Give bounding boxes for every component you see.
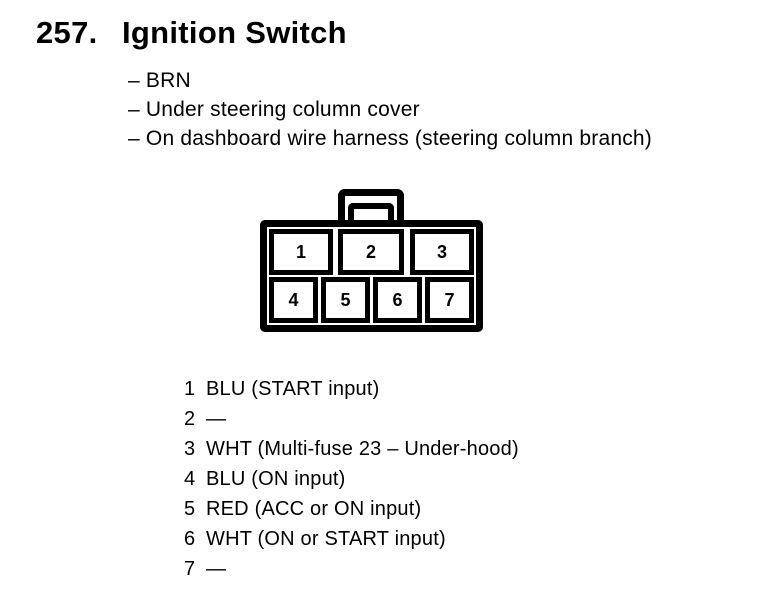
connector-cavity-5: 5 <box>321 277 370 323</box>
connector-cavity-3: 3 <box>410 229 474 275</box>
pin-row: 7 — <box>184 554 519 584</box>
connector-cavity-4: 4 <box>269 277 318 323</box>
item-title: Ignition Switch <box>122 15 347 50</box>
pin-number: 2 <box>184 408 196 430</box>
pin-row: 3 WHT (Multi-fuse 23 – Under-hood) <box>184 434 519 464</box>
page-title: 257. Ignition Switch <box>36 15 347 51</box>
connector-row-top: 1 2 3 <box>269 229 474 275</box>
pin-description: — <box>206 558 227 580</box>
pin-number: 7 <box>184 558 196 580</box>
item-number: 257. <box>36 15 98 50</box>
pin-description: BLU (START input) <box>206 378 380 400</box>
connector-row-bottom: 4 5 6 7 <box>269 277 474 323</box>
pin-number: 3 <box>184 438 196 460</box>
pin-row: 1 BLU (START input) <box>184 374 519 404</box>
pin-row: 2 — <box>184 404 519 434</box>
pin-number: 6 <box>184 528 196 550</box>
pin-description: RED (ACC or ON input) <box>206 498 422 520</box>
pin-number: 4 <box>184 468 196 490</box>
pin-row: 4 BLU (ON input) <box>184 464 519 494</box>
connector-cavity-2: 2 <box>338 229 404 275</box>
detail-line-harness: – On dashboard wire harness (steering co… <box>128 127 652 150</box>
pin-description: WHT (ON or START input) <box>206 528 446 550</box>
connector-body: 1 2 3 4 5 6 7 <box>260 220 483 332</box>
detail-list: – BRN – Under steering column cover – On… <box>128 66 652 153</box>
detail-line-location: – Under steering column cover <box>128 98 420 121</box>
connector-cavity-1: 1 <box>269 229 333 275</box>
pin-legend: 1 BLU (START input) 2 — 3 WHT (Multi-fus… <box>184 374 519 584</box>
pin-number: 1 <box>184 378 196 400</box>
pin-description: WHT (Multi-fuse 23 – Under-hood) <box>206 438 519 460</box>
pin-description: BLU (ON input) <box>206 468 346 490</box>
connector-diagram: 1 2 3 4 5 6 7 <box>260 189 483 332</box>
detail-line-color: – BRN <box>128 69 191 92</box>
connector-cavity-6: 6 <box>373 277 422 323</box>
pin-row: 5 RED (ACC or ON input) <box>184 494 519 524</box>
pin-description: — <box>206 408 227 430</box>
connector-cavity-7: 7 <box>425 277 474 323</box>
pin-number: 5 <box>184 498 196 520</box>
pin-row: 6 WHT (ON or START input) <box>184 524 519 554</box>
